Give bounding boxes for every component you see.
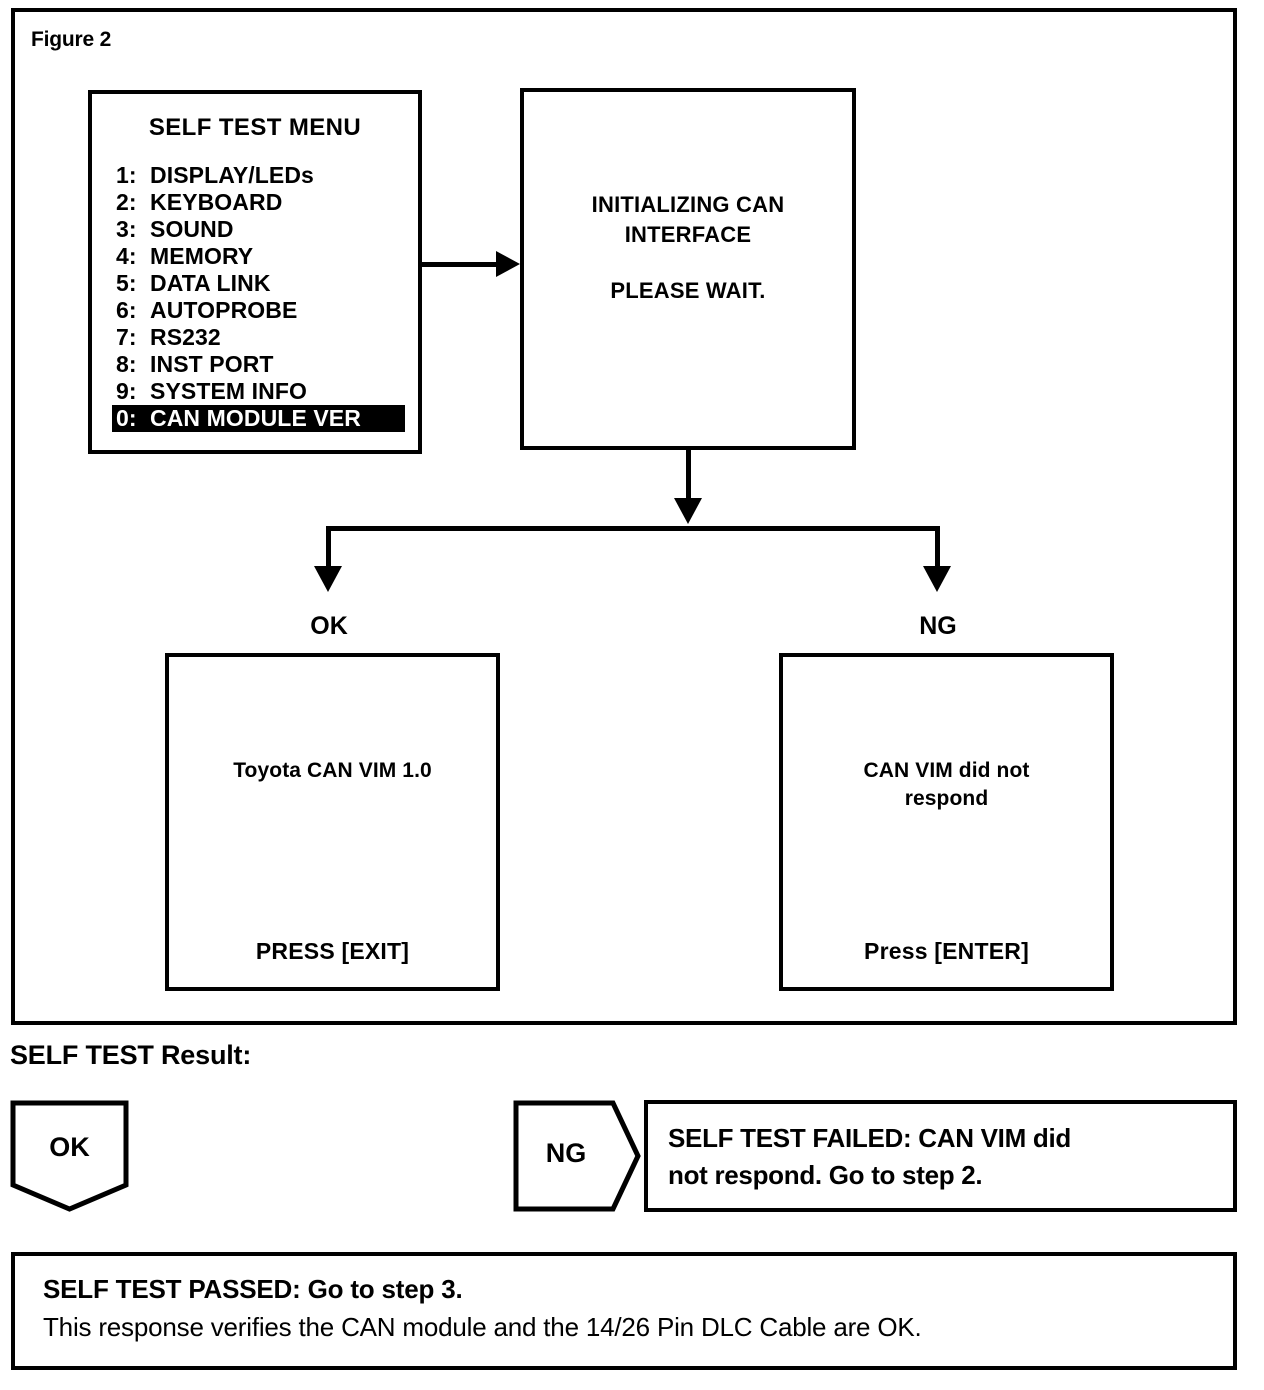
self-test-passed-box: SELF TEST PASSED: Go to step 3. This res… xyxy=(11,1252,1237,1370)
menu-item-number: 0: xyxy=(116,405,137,431)
menu-item-keyboard[interactable]: 2: KEYBOARD xyxy=(112,189,418,216)
menu-item-number: 2: xyxy=(116,189,137,215)
ok-pentagon-shape xyxy=(10,1100,129,1212)
menu-item-number: 1: xyxy=(116,162,137,188)
ok-result-screen: Toyota CAN VIM 1.0 PRESS [EXIT] xyxy=(165,653,500,991)
menu-item-label: AUTOPROBE xyxy=(150,297,298,323)
menu-item-autoprobe[interactable]: 6: AUTOPROBE xyxy=(112,297,418,324)
menu-item-memory[interactable]: 4: MEMORY xyxy=(112,243,418,270)
menu-item-number: 6: xyxy=(116,297,137,323)
initializing-message: INITIALIZING CAN INTERFACE xyxy=(524,190,852,250)
ng-result-message-line1: CAN VIM did not xyxy=(863,759,1030,782)
menu-item-number: 7: xyxy=(116,324,137,350)
ok-result-prompt: PRESS [EXIT] xyxy=(255,938,410,964)
menu-item-label: CAN MODULE VER xyxy=(150,405,361,431)
menu-item-rs232[interactable]: 7: RS232 xyxy=(112,324,418,351)
connector-init-down-line xyxy=(686,450,691,502)
connector-split-horizontal xyxy=(326,526,940,531)
connector-ng-branch-arrowhead xyxy=(923,566,951,592)
menu-item-label: DATA LINK xyxy=(150,270,271,296)
ng-result-screen: CAN VIM did not respond Press [ENTER] xyxy=(779,653,1114,991)
menu-item-label: SYSTEM INFO xyxy=(150,378,308,404)
connector-ng-branch-line xyxy=(935,526,940,570)
ok-result-tag: OK xyxy=(10,1100,129,1212)
connector-menu-to-init-line xyxy=(422,262,502,267)
connector-init-down-arrowhead xyxy=(674,498,702,524)
ok-result-message: Toyota CAN VIM 1.0 xyxy=(233,759,432,782)
ng-result-tag-label: NG xyxy=(545,1138,587,1168)
figure-frame xyxy=(11,8,1237,1025)
self-test-failed-text: SELF TEST FAILED: CAN VIM did not respon… xyxy=(668,1120,1224,1194)
menu-item-display-leds[interactable]: 1: DISPLAY/LEDs xyxy=(112,162,418,189)
connector-menu-to-init-arrowhead xyxy=(496,251,520,277)
menu-title: SELF TEST MENU xyxy=(148,114,362,141)
menu-item-number: 8: xyxy=(116,351,137,377)
connector-ok-branch-arrowhead xyxy=(314,566,342,592)
menu-item-label: SOUND xyxy=(150,216,234,242)
menu-item-label: DISPLAY/LEDs xyxy=(150,162,314,188)
menu-item-number: 5: xyxy=(116,270,137,296)
menu-item-label: INST PORT xyxy=(150,351,274,377)
ng-result-prompt: Press [ENTER] xyxy=(864,938,1029,964)
branch-label-ok: OK xyxy=(310,612,348,640)
self-test-passed-title: SELF TEST PASSED: Go to step 3. xyxy=(43,1274,463,1304)
menu-item-inst-port[interactable]: 8: INST PORT xyxy=(112,351,418,378)
initializing-message-line2: INTERFACE xyxy=(624,222,752,247)
please-wait-message: PLEASE WAIT. xyxy=(610,278,766,303)
branch-label-ng: NG xyxy=(919,612,957,640)
menu-item-data-link[interactable]: 5: DATA LINK xyxy=(112,270,418,297)
menu-item-label: MEMORY xyxy=(150,243,254,269)
ng-result-message-line2: respond xyxy=(904,787,989,810)
ng-result-message: CAN VIM did not respond xyxy=(783,757,1110,813)
self-test-failed-line2: not respond. Go to step 2. xyxy=(668,1160,983,1190)
menu-item-label: RS232 xyxy=(150,324,221,350)
self-test-passed-body: This response verifies the CAN module an… xyxy=(43,1312,922,1342)
ng-result-tag: NG xyxy=(513,1100,641,1212)
menu-item-system-info[interactable]: 9: SYSTEM INFO xyxy=(112,378,418,405)
self-test-result-heading: SELF TEST Result: xyxy=(10,1040,252,1070)
menu-item-number: 3: xyxy=(116,216,137,242)
initializing-message-line1: INITIALIZING CAN xyxy=(591,192,785,217)
self-test-failed-box: SELF TEST FAILED: CAN VIM did not respon… xyxy=(644,1100,1237,1212)
connector-ok-branch-line xyxy=(326,526,331,570)
menu-item-number: 9: xyxy=(116,378,137,404)
menu-item-sound[interactable]: 3: SOUND xyxy=(112,216,418,243)
self-test-failed-line1: SELF TEST FAILED: CAN VIM did xyxy=(668,1123,1071,1153)
initializing-screen: INITIALIZING CAN INTERFACE PLEASE WAIT. xyxy=(520,88,856,450)
ng-pentagon-shape xyxy=(513,1100,641,1212)
menu-item-can-module-ver[interactable]: 0: CAN MODULE VER xyxy=(112,405,405,432)
menu-item-label: KEYBOARD xyxy=(150,189,283,215)
ok-result-tag-label: OK xyxy=(49,1132,90,1162)
figure-caption: Figure 2 xyxy=(31,28,112,51)
menu-item-number: 4: xyxy=(116,243,137,269)
